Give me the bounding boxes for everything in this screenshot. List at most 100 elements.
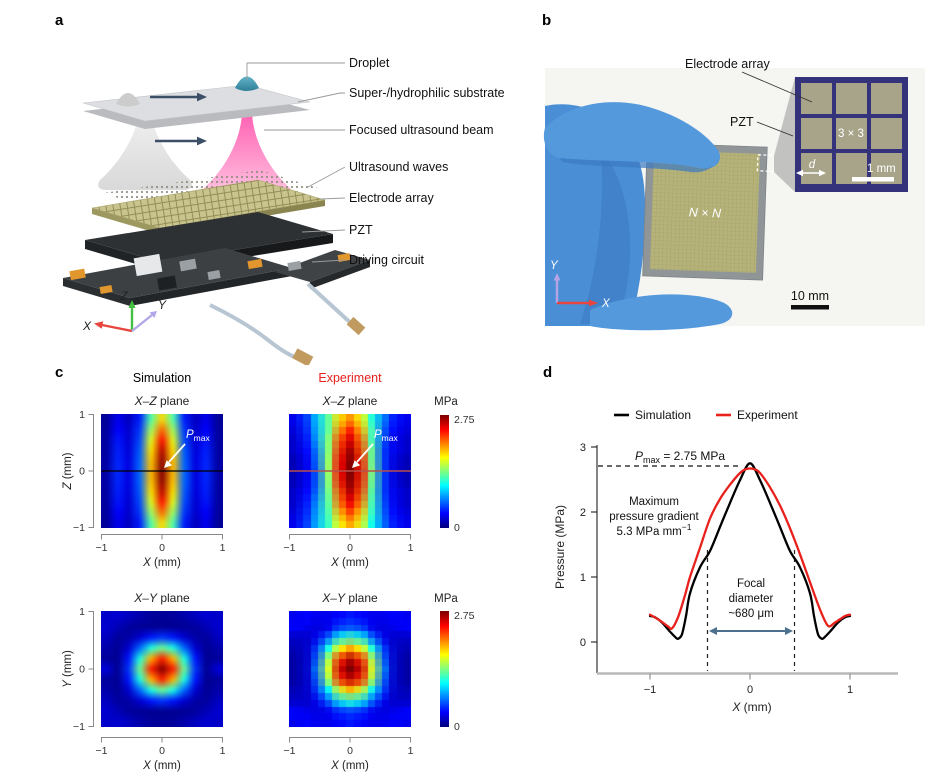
z-axis-label: Z: [119, 289, 128, 303]
glove-thumb-shadow: [560, 156, 720, 173]
colorbar-max: 2.75: [454, 610, 475, 622]
xz-ytick-n1: −1: [73, 522, 85, 534]
motion-arrow-top: [150, 92, 207, 102]
svg-text:~680 μm: ~680 μm: [728, 608, 773, 620]
xz-xtick: 0: [159, 542, 165, 554]
droplet-gray: [116, 93, 140, 107]
x-axis-label: X (mm): [731, 700, 771, 714]
plot-legend: Simulation Experiment: [614, 408, 798, 422]
leader-lines: [246, 62, 346, 263]
ytick-1: 1: [580, 572, 586, 584]
xy-xtick: 0: [347, 745, 353, 757]
panel-a-schematic: Z X Y Droplet Super-/hydrophilic substra…: [63, 56, 505, 365]
experiment-title: Experiment: [318, 371, 382, 385]
xz-xtick: −1: [284, 542, 296, 554]
inset-grid-label: 3 × 3: [838, 128, 864, 140]
device-array-size-label: N × N: [689, 205, 723, 220]
panel-c-letter: c: [55, 364, 64, 381]
motion-arrow-mid: [155, 136, 207, 146]
ytick-3: 3: [580, 442, 586, 454]
simulation-curve: [648, 462, 852, 641]
photo-y-axis-label: Y: [550, 260, 559, 272]
xz-xtick: 1: [408, 542, 414, 554]
substrate-plate: [82, 84, 311, 122]
xz-y-spine: [88, 414, 94, 528]
trapped-beam-illustration: [98, 98, 192, 190]
colorbar-min: 0: [454, 522, 460, 534]
svg-text:pressure gradient: pressure gradient: [609, 511, 699, 523]
xz-xtick: −1: [96, 542, 108, 554]
x-axis-label: X (mm): [330, 557, 369, 569]
inset-scale-label: 1 mm: [867, 163, 896, 175]
svg-text:5.3 MPa mm−1: 5.3 MPa mm−1: [617, 522, 692, 538]
callout-pzt: PZT: [730, 115, 754, 129]
xz-x-spines: [101, 534, 411, 540]
electrode-inset: 3 × 3 d 1 mm: [795, 77, 908, 192]
legend-exp-label: Experiment: [737, 408, 798, 422]
svg-text:Focal: Focal: [737, 578, 765, 590]
panel-a-letter: a: [55, 12, 64, 29]
xy-ytick-n1: −1: [73, 721, 85, 733]
inset-pitch-label: d: [809, 159, 816, 171]
xz-plane-title-sim: X–Z plane: [134, 394, 190, 408]
colorbar-max: 2.75: [454, 414, 475, 426]
colorbar-unit: MPa: [434, 396, 458, 408]
ytick-0: 0: [580, 637, 586, 649]
ytick-2: 2: [580, 507, 586, 519]
photo-scale-label: 10 mm: [791, 289, 829, 303]
pmax-value-label: Pmax = 2.75 MPa: [635, 449, 725, 465]
xy-xtick: 0: [159, 745, 165, 757]
pressure-axis-label: Pressure (MPa): [553, 505, 567, 589]
y-ticks: [591, 446, 597, 643]
xy-xtick: 1: [220, 745, 226, 757]
z-axis-arrow: [128, 300, 136, 308]
x-axis-label: X (mm): [142, 557, 181, 569]
xy-ytick-0: 0: [79, 664, 85, 676]
heatmap-sim-xy: [101, 611, 223, 727]
x-ticks: [649, 673, 851, 680]
z-axis-label: Z (mm): [62, 452, 74, 490]
xtick-0: 0: [747, 684, 753, 696]
panel-b-photo: N × N 3 × 3 d 1 mm Electrode array PZT: [543, 57, 925, 331]
electrode-array-plate: [91, 179, 326, 229]
xtick-n1: −1: [644, 684, 657, 696]
callout-waves: Ultrasound waves: [349, 160, 448, 174]
photo-scale-bar: [791, 305, 829, 310]
inset-scale-bar: [852, 177, 894, 182]
photo-x-axis-label: X: [601, 298, 611, 310]
xz-xtick: 0: [347, 542, 353, 554]
x-axis-label: X: [82, 319, 92, 333]
x-axis-label: X (mm): [330, 760, 369, 772]
pitch-arrow: [796, 169, 826, 177]
focal-diameter-arrow: [709, 627, 793, 635]
xy-plane-title-sim: X–Y plane: [133, 591, 190, 605]
glove-finger: [590, 294, 733, 331]
glove-palm-shadow: [580, 150, 631, 324]
panel-c-axes: Simulation Experiment X–Z plane X–Z plan…: [62, 371, 475, 772]
glove-thumb: [543, 102, 720, 169]
pzt-slab-top: [85, 212, 333, 262]
electrode-array-edge: [92, 208, 160, 234]
svg-text:diameter: diameter: [729, 593, 774, 605]
xz-ytick-1: 1: [79, 409, 85, 421]
simulation-title: Simulation: [133, 371, 191, 385]
transducer-device: N × N: [642, 142, 776, 281]
axes-triad: Z X Y: [82, 289, 167, 333]
xy-ytick-1: 1: [79, 606, 85, 618]
xy-xtick: 1: [408, 745, 414, 757]
callout-pzt: PZT: [349, 223, 373, 237]
electrode-leader: [741, 71, 813, 103]
heatmap-sim-xz: [101, 414, 223, 528]
callout-electrode-array: Electrode array: [685, 57, 771, 71]
x-axis-arrow: [94, 321, 104, 329]
driving-circuit-illustration: [63, 248, 370, 365]
droplet-teal: [235, 76, 259, 91]
colorbar-top: [440, 415, 449, 528]
x-axis-label: X (mm): [142, 760, 181, 772]
xy-x-spines: [101, 737, 411, 743]
panel-d-letter: d: [543, 364, 553, 381]
callout-electrode-array: Electrode array: [349, 191, 435, 205]
xz-xtick: 1: [220, 542, 226, 554]
y-axis-label: Y: [158, 298, 167, 312]
